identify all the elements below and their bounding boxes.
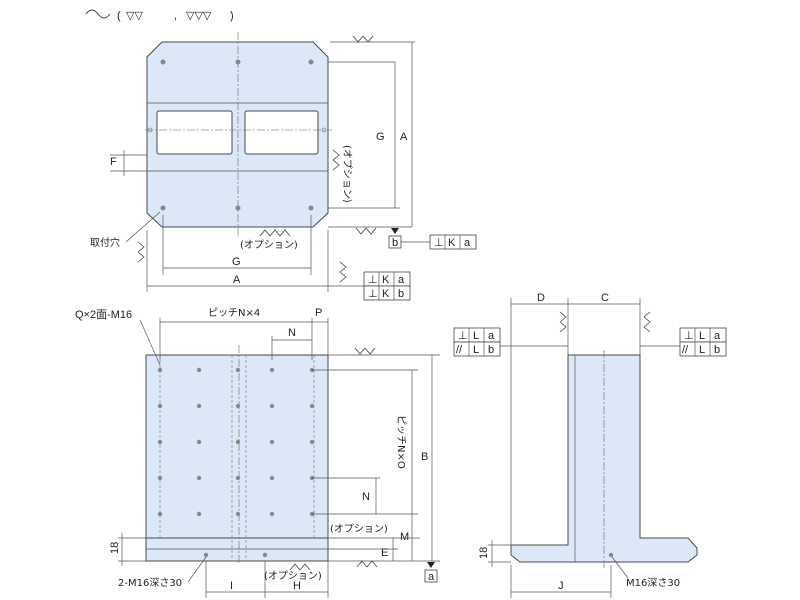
dim-D: D [537, 292, 545, 304]
svg-text:): ) [230, 10, 234, 22]
top-view-holes [147, 59, 327, 211]
bottom-tap-label: 2-M16深さ30 [118, 577, 182, 589]
dim-G-horizontal: G [232, 256, 241, 268]
front-tap-hole [235, 367, 241, 373]
svg-text:a: a [398, 274, 405, 286]
front-tap-hole [235, 511, 241, 517]
front-tap-hole [157, 439, 163, 445]
svg-text:(: ( [117, 10, 121, 22]
front-view-plate [145, 354, 329, 539]
tol-frame-side-right-1: ⊥ L a [679, 327, 727, 343]
dim-B: B [421, 451, 428, 463]
front-tap-hole [196, 475, 202, 481]
datum-a: a [428, 571, 435, 583]
front-tap-hole [269, 367, 275, 373]
svg-text:K: K [382, 288, 390, 300]
dim-N-vertical: N [362, 491, 370, 503]
svg-text://: // [456, 344, 463, 356]
pitch-vertical: ピッチN×O [395, 415, 407, 469]
dim-I: I [230, 580, 233, 592]
svg-text:,: , [174, 10, 177, 22]
svg-text:a: a [488, 330, 495, 342]
side-view: D C ⊥ L a // L b ⊥ L a [453, 292, 727, 598]
front-tap-hole [309, 439, 315, 445]
dim-A-horizontal: A [233, 274, 241, 286]
top-view-body [146, 41, 329, 228]
dim-G-vertical: G [376, 131, 385, 143]
option-vertical: (オプション) [341, 145, 353, 203]
front-tap-hole [196, 403, 202, 409]
top-view: F 取付穴 G A (オプション) (オプション) b ⊥ K [90, 32, 477, 301]
header-surface-symbol: ( ▽▽ , ▽▽▽ ) [85, 9, 234, 22]
header-symbol-1: ▽▽ [126, 10, 143, 22]
front-tap-hole [157, 475, 163, 481]
dim-P: P [315, 307, 322, 319]
front-tap-hole [269, 511, 275, 517]
pitch-horizontal: ピッチN×4 [208, 307, 260, 319]
svg-text:a: a [714, 330, 721, 342]
tol-frame-side-left-1: ⊥ L a [453, 327, 501, 343]
dim-E: E [381, 547, 388, 559]
svg-text:K: K [382, 274, 390, 286]
mount-hole-label: 取付穴 [90, 236, 120, 249]
front-tap-hole [269, 403, 275, 409]
datum-b: b [392, 237, 398, 249]
option-label-front-2: (オプション) [264, 570, 322, 582]
front-view-base [145, 537, 329, 562]
svg-text:L: L [473, 330, 479, 342]
front-tap-hole [196, 511, 202, 517]
dim-J: J [558, 580, 564, 592]
option-label-front-1: (オプション) [330, 523, 388, 535]
dim-A-vertical: A [400, 131, 408, 143]
front-tap-hole [269, 439, 275, 445]
tol-frame-top-1: ⊥ K a [429, 234, 477, 250]
svg-text:⊥: ⊥ [434, 237, 444, 249]
front-tap-hole [157, 403, 163, 409]
svg-text:a: a [464, 237, 471, 249]
front-tap-hole [235, 439, 241, 445]
header-symbol-2: ▽▽▽ [186, 10, 212, 22]
svg-text:⊥: ⊥ [368, 288, 378, 300]
svg-text:L: L [473, 344, 479, 356]
front-tap-hole [269, 475, 275, 481]
dim-18-front: 18 [109, 542, 121, 554]
dim-N-horizontal: N [288, 327, 296, 339]
svg-text:L: L [699, 330, 705, 342]
dim-F: F [110, 156, 117, 168]
tol-frame-top-3: ⊥ K b [363, 285, 411, 301]
front-tap-hole [196, 439, 202, 445]
front-tap-hole [157, 367, 163, 373]
front-view-holes [157, 367, 315, 517]
svg-text:b: b [398, 288, 404, 300]
tol-frame-side-left-2: // L b [453, 341, 501, 357]
tol-frame-side-right-2: // L b [679, 341, 727, 357]
option-label-top: (オプション) [240, 239, 298, 251]
dim-H: H [293, 580, 301, 592]
svg-text:b: b [488, 344, 494, 356]
side-tap-label: M16深さ30 [626, 577, 680, 589]
svg-text:b: b [714, 344, 720, 356]
front-tap-hole [309, 403, 315, 409]
front-view: Q×2面-M16 ピッチN×4 P N ピッチN×O B N (オプション) M [75, 307, 440, 598]
svg-text:⊥: ⊥ [684, 330, 694, 342]
svg-text://: // [682, 344, 689, 356]
tap-label-front: Q×2面-M16 [75, 309, 132, 321]
front-tap-hole [157, 511, 163, 517]
front-tap-hole [196, 367, 202, 373]
front-tap-hole [235, 475, 241, 481]
top-pocket-left [156, 110, 233, 155]
dim-C: C [601, 292, 609, 304]
tol-frame-top-2: ⊥ K a [363, 271, 411, 287]
svg-text:⊥: ⊥ [368, 274, 378, 286]
top-pocket-right [244, 110, 319, 155]
front-tap-hole [235, 403, 241, 409]
svg-text:⊥: ⊥ [458, 330, 468, 342]
svg-text:L: L [699, 344, 705, 356]
dim-18-side: 18 [478, 547, 490, 559]
svg-text:K: K [448, 237, 456, 249]
dim-M: M [400, 531, 409, 543]
